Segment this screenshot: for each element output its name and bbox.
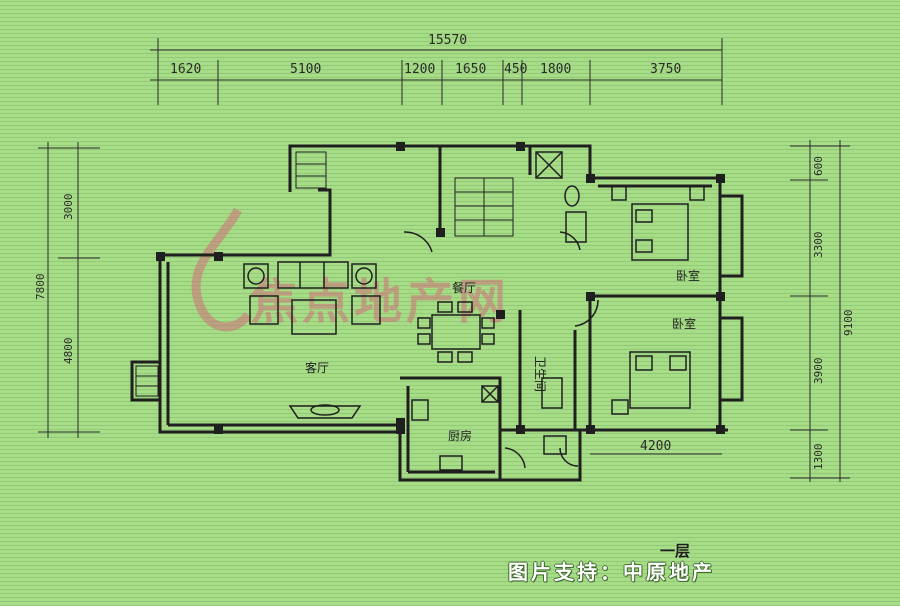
label-bathroom: 卫生间 — [533, 356, 547, 392]
kitchen-fixtures — [411, 385, 499, 471]
dim-inner: 4200 — [640, 439, 671, 454]
staircase — [135, 151, 514, 397]
label-dining-room: 餐厅 — [452, 280, 476, 295]
bed-1 — [611, 185, 705, 261]
walls — [130, 144, 744, 482]
left-dimension-lines — [38, 142, 100, 438]
wall-columns — [156, 142, 725, 434]
watermark-logo-icon — [191, 207, 252, 332]
dim-top-6: 1800 — [540, 62, 571, 77]
dim-top-5: 450 — [504, 62, 527, 77]
dim-left-total: 7800 — [34, 274, 47, 301]
doors — [403, 231, 599, 469]
sofa-set — [243, 261, 381, 419]
dining-table — [417, 301, 495, 363]
right-dimension-lines — [790, 140, 850, 482]
dim-right-total: 9100 — [842, 310, 855, 337]
dim-top-4: 1650 — [455, 62, 486, 77]
dim-top-2: 5100 — [290, 62, 321, 77]
dim-right-3: 3900 — [812, 358, 825, 385]
dim-left-lower: 4800 — [62, 338, 75, 365]
bath-fixtures — [535, 151, 587, 455]
dim-right-1: 600 — [812, 156, 825, 176]
label-bedroom-1: 卧室 — [676, 268, 700, 283]
dim-top-7: 3750 — [650, 62, 681, 77]
bed-2 — [611, 351, 691, 415]
top-dimension-lines — [150, 38, 723, 105]
dim-right-4: 1300 — [812, 444, 825, 471]
floor-label: 一层 — [660, 542, 691, 560]
credit-text: 图片支持：中原地产 — [508, 560, 715, 584]
dim-left-upper: 3000 — [62, 194, 75, 221]
label-kitchen: 厨房 — [448, 428, 472, 443]
label-living-room: 客厅 — [305, 360, 329, 375]
dim-top-1: 1620 — [170, 62, 201, 77]
label-bedroom-2: 卧室 — [672, 316, 696, 331]
dim-total-width: 15570 — [428, 33, 467, 48]
dim-top-3: 1200 — [404, 62, 435, 77]
dim-right-2: 3300 — [812, 232, 825, 259]
